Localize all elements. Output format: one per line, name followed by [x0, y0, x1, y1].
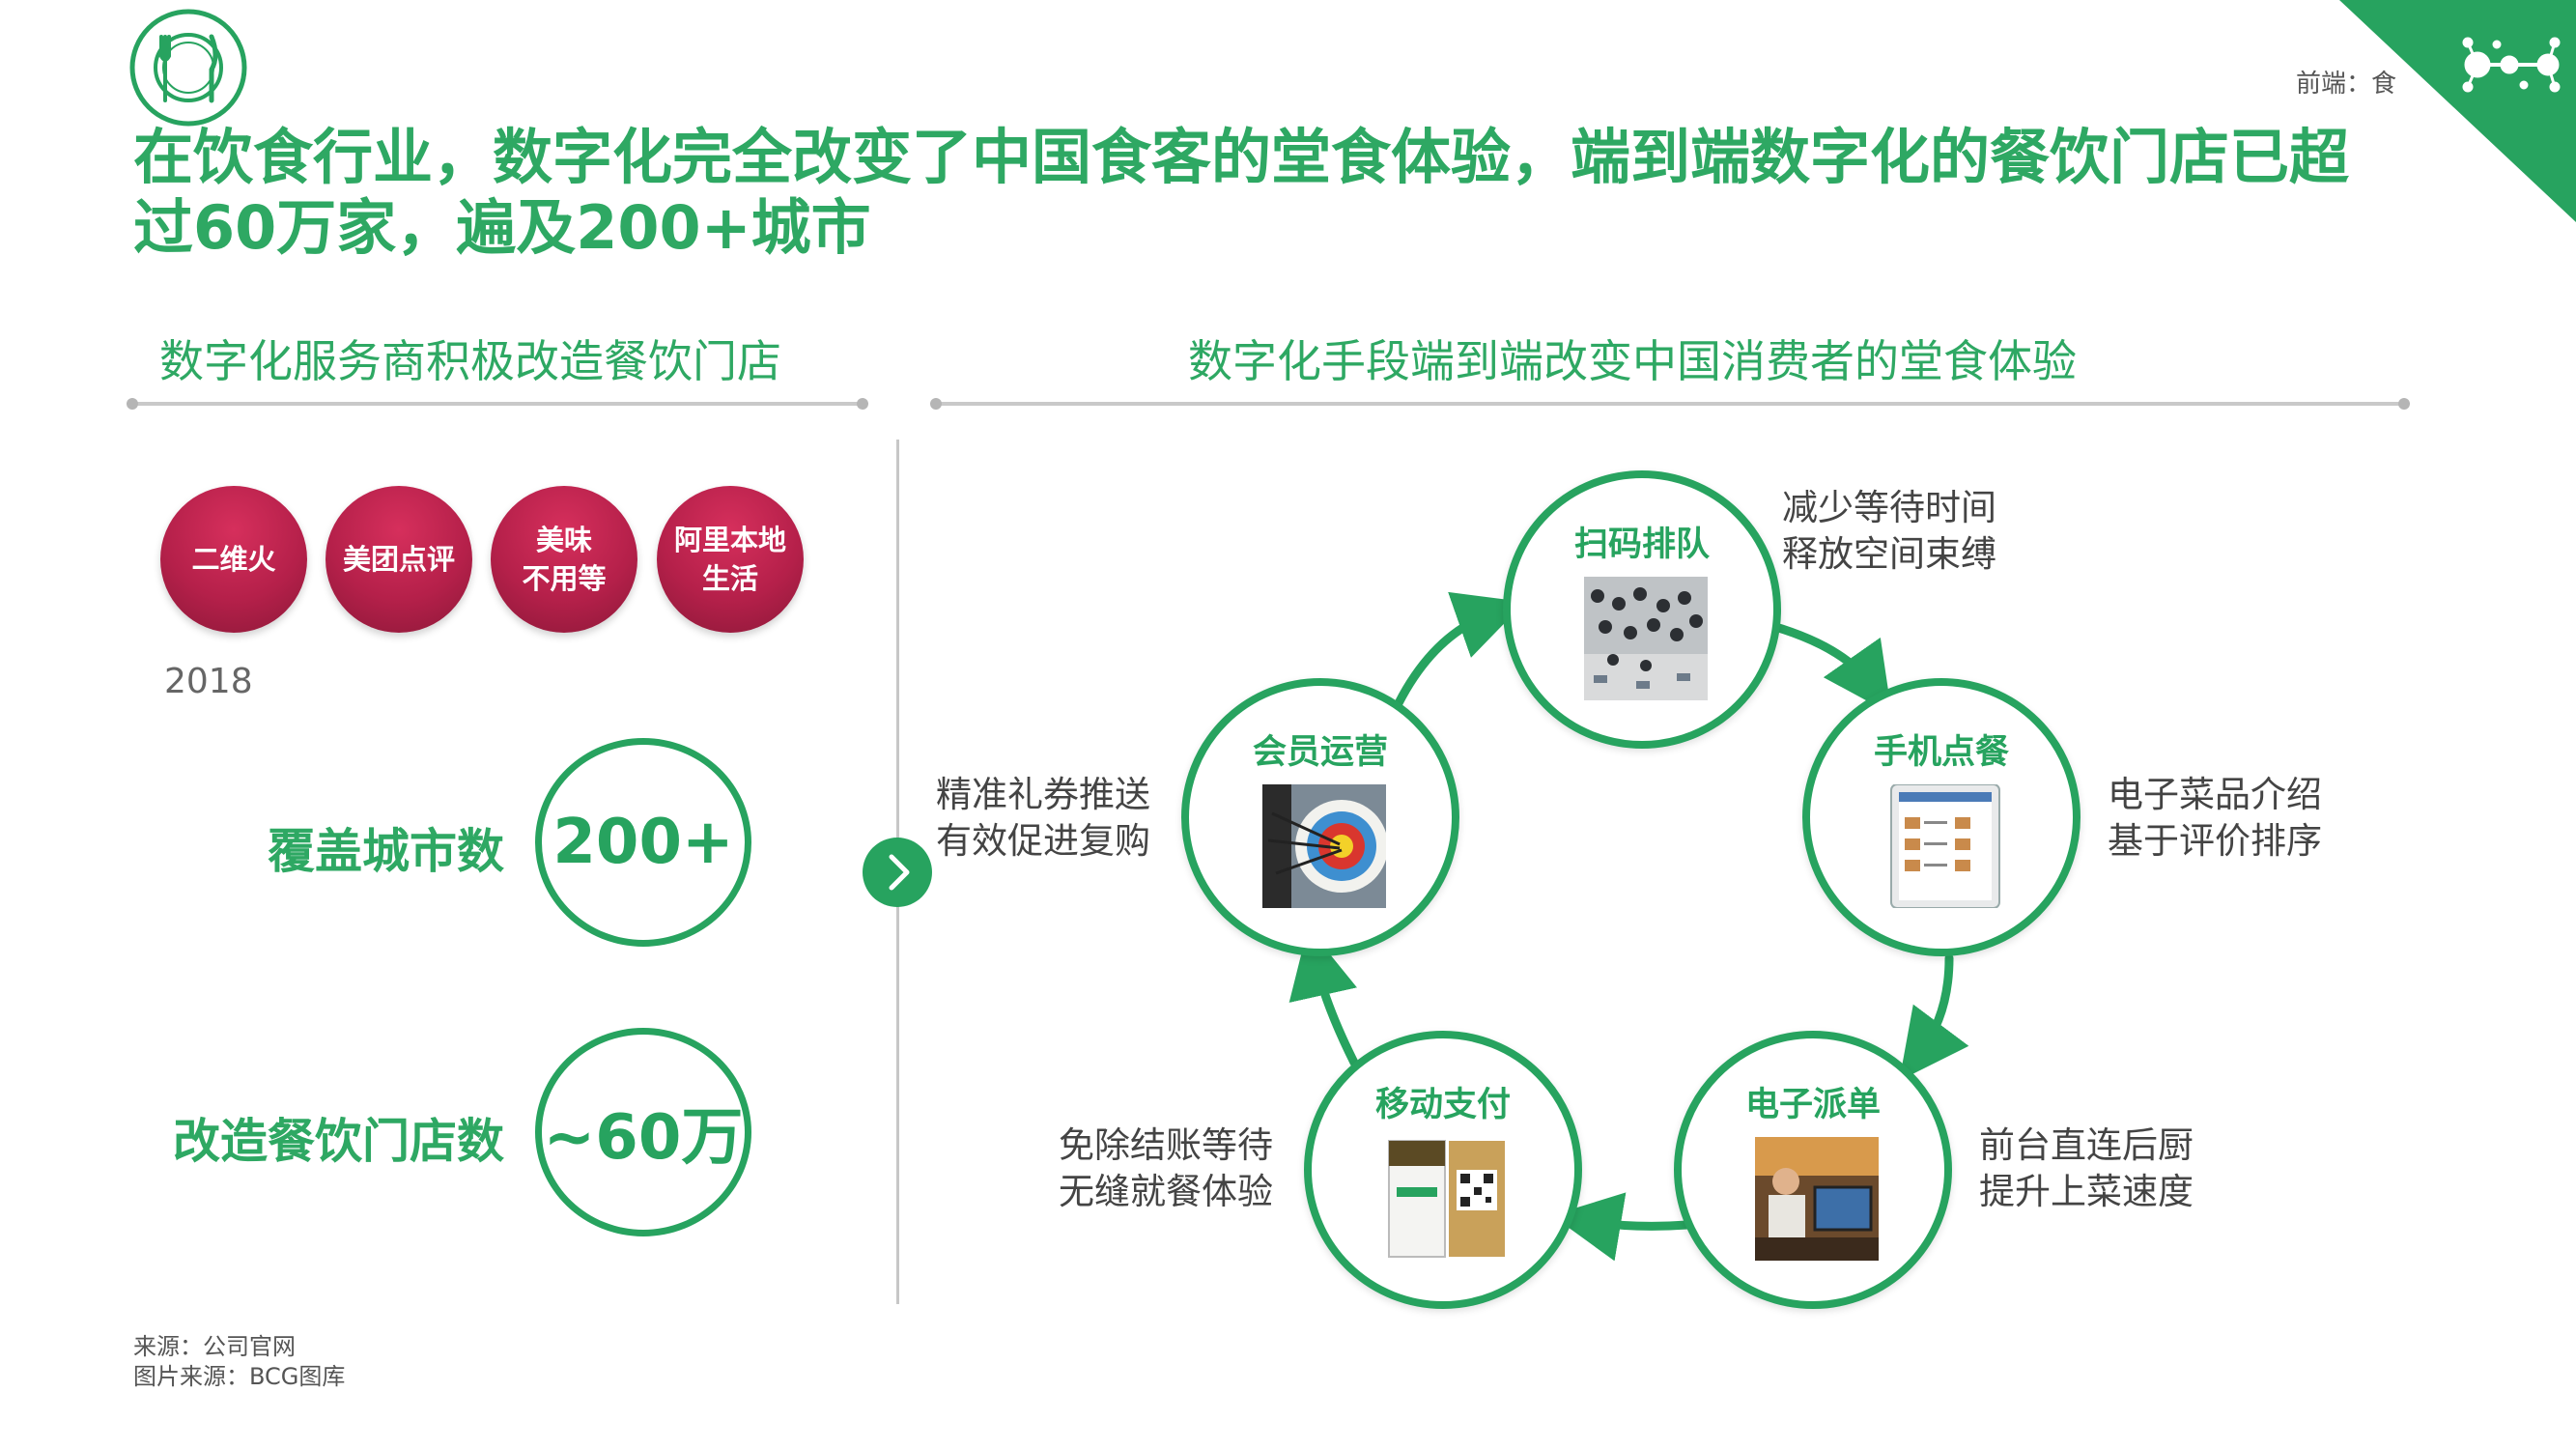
step-node-membership: 会员运营 [1181, 678, 1459, 956]
step-desc-membership: 精准礼券推送 有效促进复购 [936, 772, 1150, 865]
provider-name: 阿里本地 生活 [674, 521, 786, 598]
section-label: 前端：食 [2296, 64, 2396, 99]
step-name: 手机点餐 [1810, 724, 2073, 774]
rule-end-dot [857, 398, 868, 410]
step-node-mobile-pay: 移动支付 [1304, 1031, 1582, 1309]
network-icon [2456, 31, 2562, 99]
source-note: 来源：公司官网 [133, 1327, 296, 1361]
step-desc-scan-queue: 减少等待时间 释放空间束缚 [1782, 485, 1996, 578]
left-section-rule [132, 402, 863, 406]
kitchen-screen-photo [1755, 1137, 1879, 1261]
stat-label-cities: 覆盖城市数 [126, 813, 504, 882]
step-name: 移动支付 [1312, 1077, 1574, 1126]
step-name: 扫码排队 [1511, 517, 1773, 566]
step-name: 电子派单 [1682, 1077, 1944, 1126]
target-arrows-photo [1262, 784, 1386, 908]
rule-end-dot [127, 398, 138, 410]
payment-screens-photo [1385, 1137, 1509, 1261]
step-node-scan-queue: 扫码排队 [1503, 470, 1781, 749]
stat-value-cities: 200+ [535, 738, 751, 947]
right-section-rule [936, 402, 2404, 406]
provider-bubble-erweihuo: 二维火 [160, 486, 307, 633]
stat-label-stores: 改造餐饮门店数 [126, 1103, 504, 1172]
left-section-title: 数字化服务商积极改造餐饮门店 [159, 327, 781, 390]
image-source-note: 图片来源：BCG图库 [133, 1357, 345, 1391]
stat-value-stores: ~60万 [535, 1028, 751, 1236]
crowd-photo [1584, 577, 1708, 700]
right-section-title: 数字化手段端到端改变中国消费者的堂食体验 [1188, 327, 2077, 390]
provider-bubble-meituan: 美团点评 [326, 486, 472, 633]
step-node-e-dispatch: 电子派单 [1674, 1031, 1952, 1309]
step-desc-e-dispatch: 前台直连后厨 提升上菜速度 [1979, 1122, 2194, 1215]
provider-name: 美味 不用等 [522, 521, 606, 598]
tablet-menu-photo [1883, 784, 2007, 908]
provider-bubble-alibaba-local: 阿里本地 生活 [657, 486, 804, 633]
chevron-right-icon [863, 838, 932, 907]
rule-end-dot [930, 398, 942, 410]
step-node-mobile-order: 手机点餐 [1802, 678, 2081, 956]
rule-end-dot [2398, 398, 2410, 410]
food-logo-icon [128, 8, 248, 128]
provider-name: 二维火 [191, 540, 275, 579]
page-headline: 在饮食行业，数字化完全改变了中国食客的堂食体验，端到端数字化的餐饮门店已超过60… [133, 122, 2384, 263]
provider-name: 美团点评 [343, 540, 455, 579]
step-desc-mobile-pay: 免除结账等待 无缝就餐体验 [1059, 1122, 1273, 1215]
step-desc-mobile-order: 电子菜品介绍 基于评价排序 [2108, 772, 2322, 865]
provider-bubble-meiwei: 美味 不用等 [491, 486, 637, 633]
year-label: 2018 [164, 662, 253, 701]
step-name: 会员运营 [1189, 724, 1452, 774]
